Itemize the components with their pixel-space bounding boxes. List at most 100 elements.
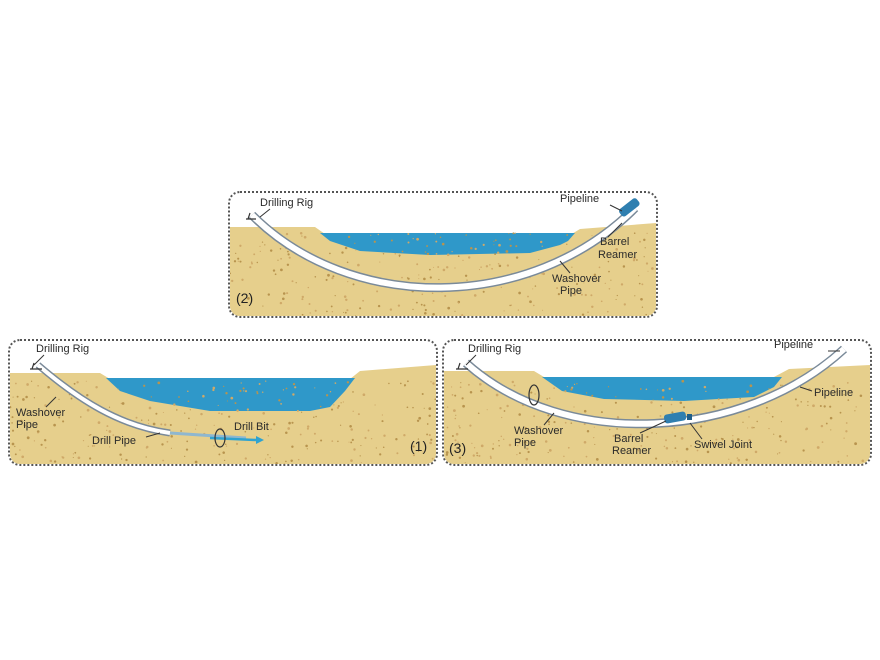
soil-speck bbox=[570, 388, 573, 391]
soil-speck bbox=[570, 422, 573, 424]
soil-speck bbox=[160, 423, 163, 426]
soil-speck bbox=[823, 405, 826, 408]
label-pipe: Pipe bbox=[16, 419, 38, 431]
soil-speck bbox=[661, 388, 665, 392]
soil-speck bbox=[768, 427, 770, 430]
soil-speck bbox=[473, 294, 477, 297]
soil-speck bbox=[609, 428, 611, 431]
soil-speck bbox=[325, 394, 329, 397]
soil-speck bbox=[832, 385, 835, 388]
soil-speck bbox=[756, 420, 758, 423]
soil-speck bbox=[612, 434, 615, 438]
swivel-joint bbox=[687, 414, 692, 420]
soil-speck bbox=[286, 292, 289, 295]
soil-speck bbox=[313, 432, 316, 435]
soil-speck bbox=[571, 266, 573, 268]
soil-speck bbox=[859, 394, 863, 397]
soil-speck bbox=[829, 405, 832, 408]
soil-speck bbox=[745, 445, 747, 447]
soil-speck bbox=[623, 303, 626, 306]
soil-speck bbox=[61, 456, 63, 458]
soil-speck bbox=[699, 425, 703, 428]
soil-speck bbox=[406, 406, 409, 409]
soil-speck bbox=[814, 394, 817, 397]
soil-speck bbox=[125, 458, 128, 462]
soil-speck bbox=[58, 416, 61, 419]
leader-line bbox=[259, 208, 271, 218]
soil-speck bbox=[379, 453, 382, 456]
soil-speck bbox=[357, 263, 360, 267]
soil-speck bbox=[424, 312, 427, 315]
soil-speck bbox=[332, 275, 335, 278]
soil-speck bbox=[330, 408, 334, 411]
soil-speck bbox=[135, 416, 138, 419]
soil-speck bbox=[370, 234, 372, 236]
soil-speck bbox=[261, 391, 264, 393]
soil-speck bbox=[530, 391, 533, 394]
soil-speck bbox=[376, 290, 379, 293]
soil-speck bbox=[314, 276, 317, 278]
soil-speck bbox=[467, 383, 470, 386]
soil-speck bbox=[593, 436, 595, 439]
soil-speck bbox=[441, 242, 445, 246]
soil-speck bbox=[244, 430, 247, 433]
soil-speck bbox=[576, 283, 578, 285]
soil-speck bbox=[53, 460, 57, 463]
soil-speck bbox=[494, 239, 497, 242]
soil-speck bbox=[629, 433, 632, 436]
soil-speck bbox=[845, 430, 848, 433]
soil-speck bbox=[670, 403, 673, 406]
soil-speck bbox=[454, 267, 456, 269]
soil-speck bbox=[475, 451, 479, 455]
soil-speck bbox=[807, 401, 809, 403]
soil-speck bbox=[106, 425, 109, 428]
soil-speck bbox=[213, 444, 215, 447]
soil-speck bbox=[237, 260, 239, 262]
soil-speck bbox=[531, 440, 533, 442]
soil-speck bbox=[501, 416, 503, 419]
soil-speck bbox=[398, 254, 401, 257]
soil-speck bbox=[604, 282, 606, 285]
soil-speck bbox=[72, 456, 74, 459]
soil-speck bbox=[457, 441, 459, 443]
label-swivel-joint: Swivel Joint bbox=[694, 439, 752, 451]
soil-speck bbox=[829, 416, 833, 420]
soil-speck bbox=[162, 459, 164, 462]
soil-speck bbox=[412, 238, 414, 240]
soil-speck bbox=[407, 380, 409, 383]
soil-speck bbox=[420, 303, 423, 306]
soil-speck bbox=[37, 384, 39, 387]
soil-speck bbox=[334, 382, 337, 384]
soil-speck bbox=[705, 390, 707, 393]
soil-speck bbox=[679, 401, 683, 404]
soil-speck bbox=[458, 456, 462, 459]
soil-speck bbox=[282, 292, 286, 295]
soil-speck bbox=[218, 412, 220, 415]
soil-speck bbox=[433, 266, 435, 268]
soil-speck bbox=[768, 388, 770, 390]
soil-speck bbox=[685, 447, 689, 451]
soil-speck bbox=[542, 272, 546, 276]
soil-speck bbox=[291, 421, 294, 424]
soil-speck bbox=[397, 304, 401, 307]
washover-pipe-bore bbox=[463, 346, 847, 427]
soil-speck bbox=[771, 415, 774, 418]
soil-speck bbox=[846, 455, 849, 457]
step-number: (1) bbox=[410, 438, 427, 454]
soil-speck bbox=[166, 440, 169, 443]
soil-speck bbox=[359, 455, 361, 457]
soil-speck bbox=[523, 441, 527, 444]
soil-speck bbox=[346, 261, 349, 264]
soil-speck bbox=[494, 253, 496, 255]
soil-speck bbox=[379, 261, 381, 263]
soil-speck bbox=[498, 440, 500, 442]
soil-speck bbox=[422, 451, 424, 453]
soil-speck bbox=[794, 398, 797, 401]
soil-speck bbox=[108, 446, 111, 448]
soil-speck bbox=[518, 452, 521, 455]
soil-speck bbox=[407, 232, 410, 236]
soil-speck bbox=[470, 246, 473, 250]
soil-speck bbox=[230, 313, 233, 316]
soil-speck bbox=[309, 312, 311, 314]
soil-speck bbox=[445, 266, 449, 269]
